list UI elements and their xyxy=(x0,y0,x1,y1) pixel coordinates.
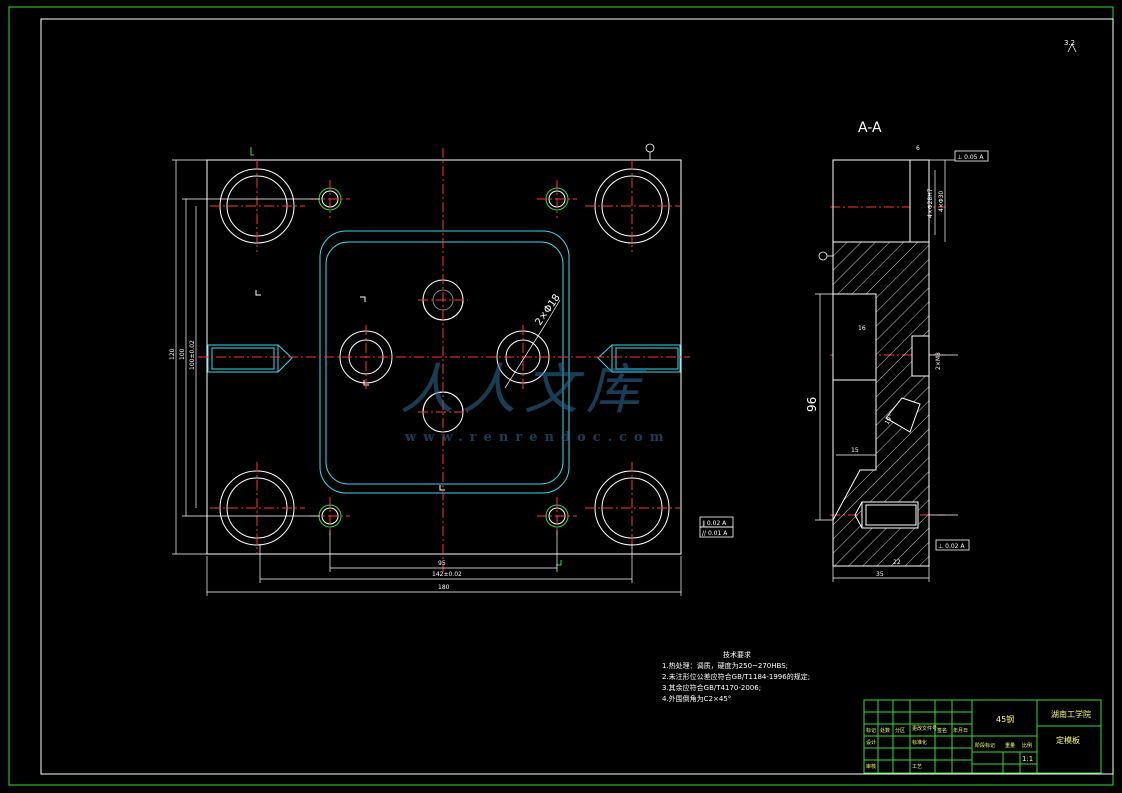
dim-hole-a: 4×Φ28H7 xyxy=(927,188,934,218)
dim-thread: 2×M8 xyxy=(935,352,942,370)
tb-material: 45钢 xyxy=(996,715,1015,724)
dim-pitch-hole: 95 xyxy=(438,560,446,567)
watermark-url: www.renrendoc.com xyxy=(405,430,671,445)
title-block xyxy=(863,699,1102,774)
dim-inner-height: 100 xyxy=(179,348,186,360)
dim-inner-height-2: 100±0.02 xyxy=(189,340,196,370)
dim-thickness: 35 xyxy=(876,571,884,578)
front-dimensions xyxy=(172,159,682,596)
datum-marks xyxy=(645,43,1077,261)
tolerance-frames xyxy=(699,150,989,551)
section-label: A-A xyxy=(858,120,882,136)
tb-row-label: 签名 xyxy=(937,728,948,734)
ft4: ⊥ 0.02 A xyxy=(938,543,965,550)
dim-counterbore: 2×Φ18 xyxy=(533,292,562,327)
dim-overall-width: 180 xyxy=(438,584,450,591)
section-dimensions xyxy=(815,159,958,582)
tech-note-line: 1.热处理：调质，硬度为250~270HBS; xyxy=(662,662,789,670)
tech-notes-heading: 技术要求 xyxy=(723,651,751,659)
ft3: // 0.01 A xyxy=(702,530,728,537)
tech-note-line: 2.未注形位公差应符合GB/T1184-1996的规定; xyxy=(662,673,811,681)
tb-col-label: 重量 xyxy=(1005,743,1016,749)
pocket-inner xyxy=(325,241,564,485)
tb-row-label: 标记 xyxy=(866,728,877,734)
tb-row-label: 年月日 xyxy=(953,728,969,734)
tb-part-name: 定模板 xyxy=(1056,736,1080,745)
dim-bottom-len: 22 xyxy=(893,559,901,566)
dim-angle-19: 19° xyxy=(884,413,895,426)
tb-school: 湖南工学院 xyxy=(1051,710,1091,719)
inner-frame xyxy=(40,18,1114,775)
dim-side-15: 15 xyxy=(851,447,859,454)
dim-small-6: 6 xyxy=(916,145,920,152)
tb-col-label: 比例 xyxy=(1022,743,1033,749)
watermark-logo: 人人文库 xyxy=(400,358,648,421)
dim-overall-height: 120 xyxy=(169,348,176,360)
tech-note-line: 3.其余应符合GB/T4170-2006; xyxy=(662,684,762,692)
tech-notes: 技术要求 1.热处理：调质，硬度为250~270HBS; 2.未注形位公差应符合… xyxy=(662,650,810,705)
tb-scale: 1:1 xyxy=(1022,755,1034,763)
tb-row2-label: 设计 xyxy=(866,740,877,746)
dim-hole-b: 4×Φ30 xyxy=(938,191,945,212)
tb-row-label: 更改文件号 xyxy=(912,726,938,732)
pocket-outer xyxy=(319,230,570,494)
section-counterbore xyxy=(909,159,930,243)
tb-row2-label: 标准化 xyxy=(912,740,928,746)
tb-row3-label: 工艺 xyxy=(912,764,923,770)
ft2: ∥ 0.02 A xyxy=(702,520,727,527)
ft1: ⊥ 0.05 A xyxy=(957,154,984,161)
dim-side-depth: 96 xyxy=(805,397,819,412)
dim-pitch-guide: 142±0.02 xyxy=(432,571,462,578)
tb-row-label: 分区 xyxy=(895,728,906,734)
tech-note-line: 4.外围倒角为C2×45° xyxy=(662,695,732,703)
roughness-symbol: 3.2 xyxy=(1064,39,1075,47)
tb-row-label: 处数 xyxy=(880,728,891,734)
tb-row3-label: 审核 xyxy=(866,764,877,770)
tb-col-label: 阶段标记 xyxy=(975,743,996,749)
dim-angle-16: 16 xyxy=(858,325,866,332)
section-view xyxy=(832,159,930,567)
side-threads xyxy=(207,344,681,373)
